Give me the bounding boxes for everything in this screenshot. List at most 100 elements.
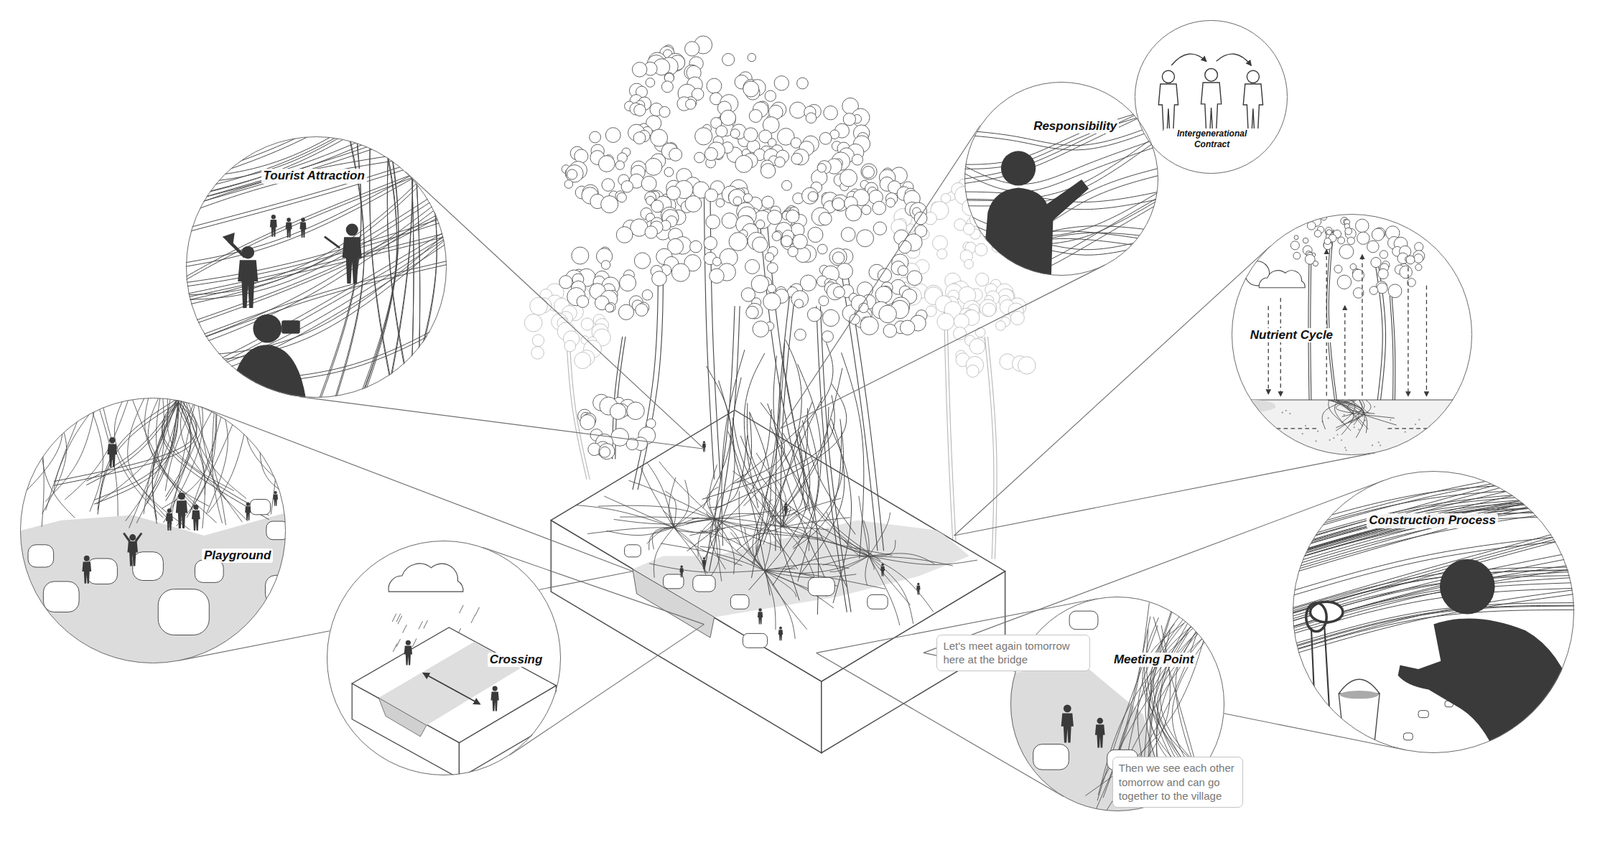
aerial-root <box>792 419 844 548</box>
ground-root <box>673 498 711 528</box>
bucket <box>1338 693 1380 743</box>
leaf-clump <box>722 53 735 66</box>
rain-drop <box>397 616 403 625</box>
ground-root <box>700 530 765 571</box>
leaf-clump <box>937 313 955 331</box>
person-silhouette <box>916 583 920 596</box>
leaf-clump <box>695 127 713 146</box>
leaf-clump <box>840 169 858 187</box>
soil-grain <box>1340 439 1343 441</box>
stone <box>43 581 79 613</box>
leaf-clump <box>576 295 589 309</box>
person-silhouette <box>679 565 683 579</box>
soil-grain <box>1266 444 1269 446</box>
root-band <box>1290 468 1577 547</box>
root-band <box>959 130 1164 202</box>
aerial-root <box>732 417 800 541</box>
soil-grain <box>1294 440 1296 443</box>
stone <box>194 560 224 583</box>
person-body <box>107 443 118 467</box>
person-head <box>178 492 186 500</box>
rain-drop <box>402 624 408 633</box>
person-body <box>1243 84 1263 131</box>
leaf-clump <box>982 303 997 317</box>
root-band <box>178 144 460 307</box>
root-band <box>178 213 460 285</box>
leaf-clump <box>763 292 781 311</box>
soil-grain <box>1314 440 1317 442</box>
ground-root <box>868 553 935 565</box>
river-cut <box>378 698 427 737</box>
exchange-arrow <box>1171 53 1206 66</box>
callout-heading: Playground <box>201 548 274 564</box>
leaf-clump <box>751 275 769 293</box>
root-band <box>403 136 437 413</box>
root-line <box>94 392 119 517</box>
stone <box>867 594 888 609</box>
root-band <box>959 101 1164 180</box>
person-head <box>703 557 706 560</box>
root-band <box>178 227 460 385</box>
tree-canopy <box>624 35 787 169</box>
person-silhouette <box>237 246 258 309</box>
person-silhouette <box>342 223 362 284</box>
ground-root <box>551 504 674 528</box>
root-line <box>183 392 227 525</box>
tree-trunk <box>947 305 958 566</box>
leaf-clump <box>1337 275 1351 289</box>
ground-root <box>587 527 674 535</box>
root-band <box>959 137 1164 185</box>
root-band <box>1290 577 1577 627</box>
person-silhouette <box>757 608 763 625</box>
leaf-clump <box>801 187 818 204</box>
leaf-clump <box>764 252 774 262</box>
soil-grain <box>1357 428 1360 431</box>
leaf-clump <box>1357 231 1370 245</box>
soil-grain <box>1414 423 1417 426</box>
ground-root <box>673 527 706 576</box>
root-band <box>165 397 192 497</box>
person-body <box>981 179 1089 284</box>
leaf-clump <box>694 152 706 164</box>
soil-grain <box>1345 449 1348 451</box>
person-body <box>1095 724 1106 748</box>
leaf-clump <box>774 76 789 91</box>
stone <box>1382 751 1393 760</box>
root-band <box>1290 500 1577 554</box>
leaf-clump <box>1294 235 1299 240</box>
root-band <box>959 240 1164 267</box>
ground-root <box>793 512 869 557</box>
callout-circle: Intergenerational Contract <box>1134 20 1288 174</box>
soil-grain <box>1343 414 1346 416</box>
root-line <box>256 392 276 515</box>
leaf-clump <box>766 262 778 274</box>
person-head <box>881 563 885 567</box>
leaf-clump <box>565 165 584 183</box>
ground-root <box>865 555 869 586</box>
tree-trunk <box>1391 295 1396 400</box>
aerial-root <box>703 380 735 561</box>
person-silhouette <box>285 217 293 238</box>
soil-grain <box>1373 405 1376 408</box>
camera <box>281 320 301 334</box>
leaf-clump <box>651 200 664 213</box>
crossing-arrow <box>423 673 480 705</box>
ground-root <box>659 461 716 520</box>
person-silhouette <box>175 492 188 529</box>
person-silhouette <box>122 532 143 567</box>
callout-ground <box>1134 20 1288 174</box>
soil-grain <box>1289 412 1291 415</box>
callout-heading: Intergenerational Contract <box>1163 128 1261 150</box>
aerial-root <box>703 366 732 508</box>
leaf-clump <box>634 104 646 116</box>
person-body <box>702 560 706 570</box>
ground-root <box>598 505 715 520</box>
stone <box>807 577 835 597</box>
leaf-clump <box>706 78 722 94</box>
photographer-body <box>229 344 307 400</box>
leaf-clump <box>822 309 839 327</box>
leaf-clump <box>969 338 986 355</box>
leaf-clump <box>807 308 821 322</box>
leaf-clump <box>856 229 874 248</box>
leaf-clump <box>580 414 596 430</box>
